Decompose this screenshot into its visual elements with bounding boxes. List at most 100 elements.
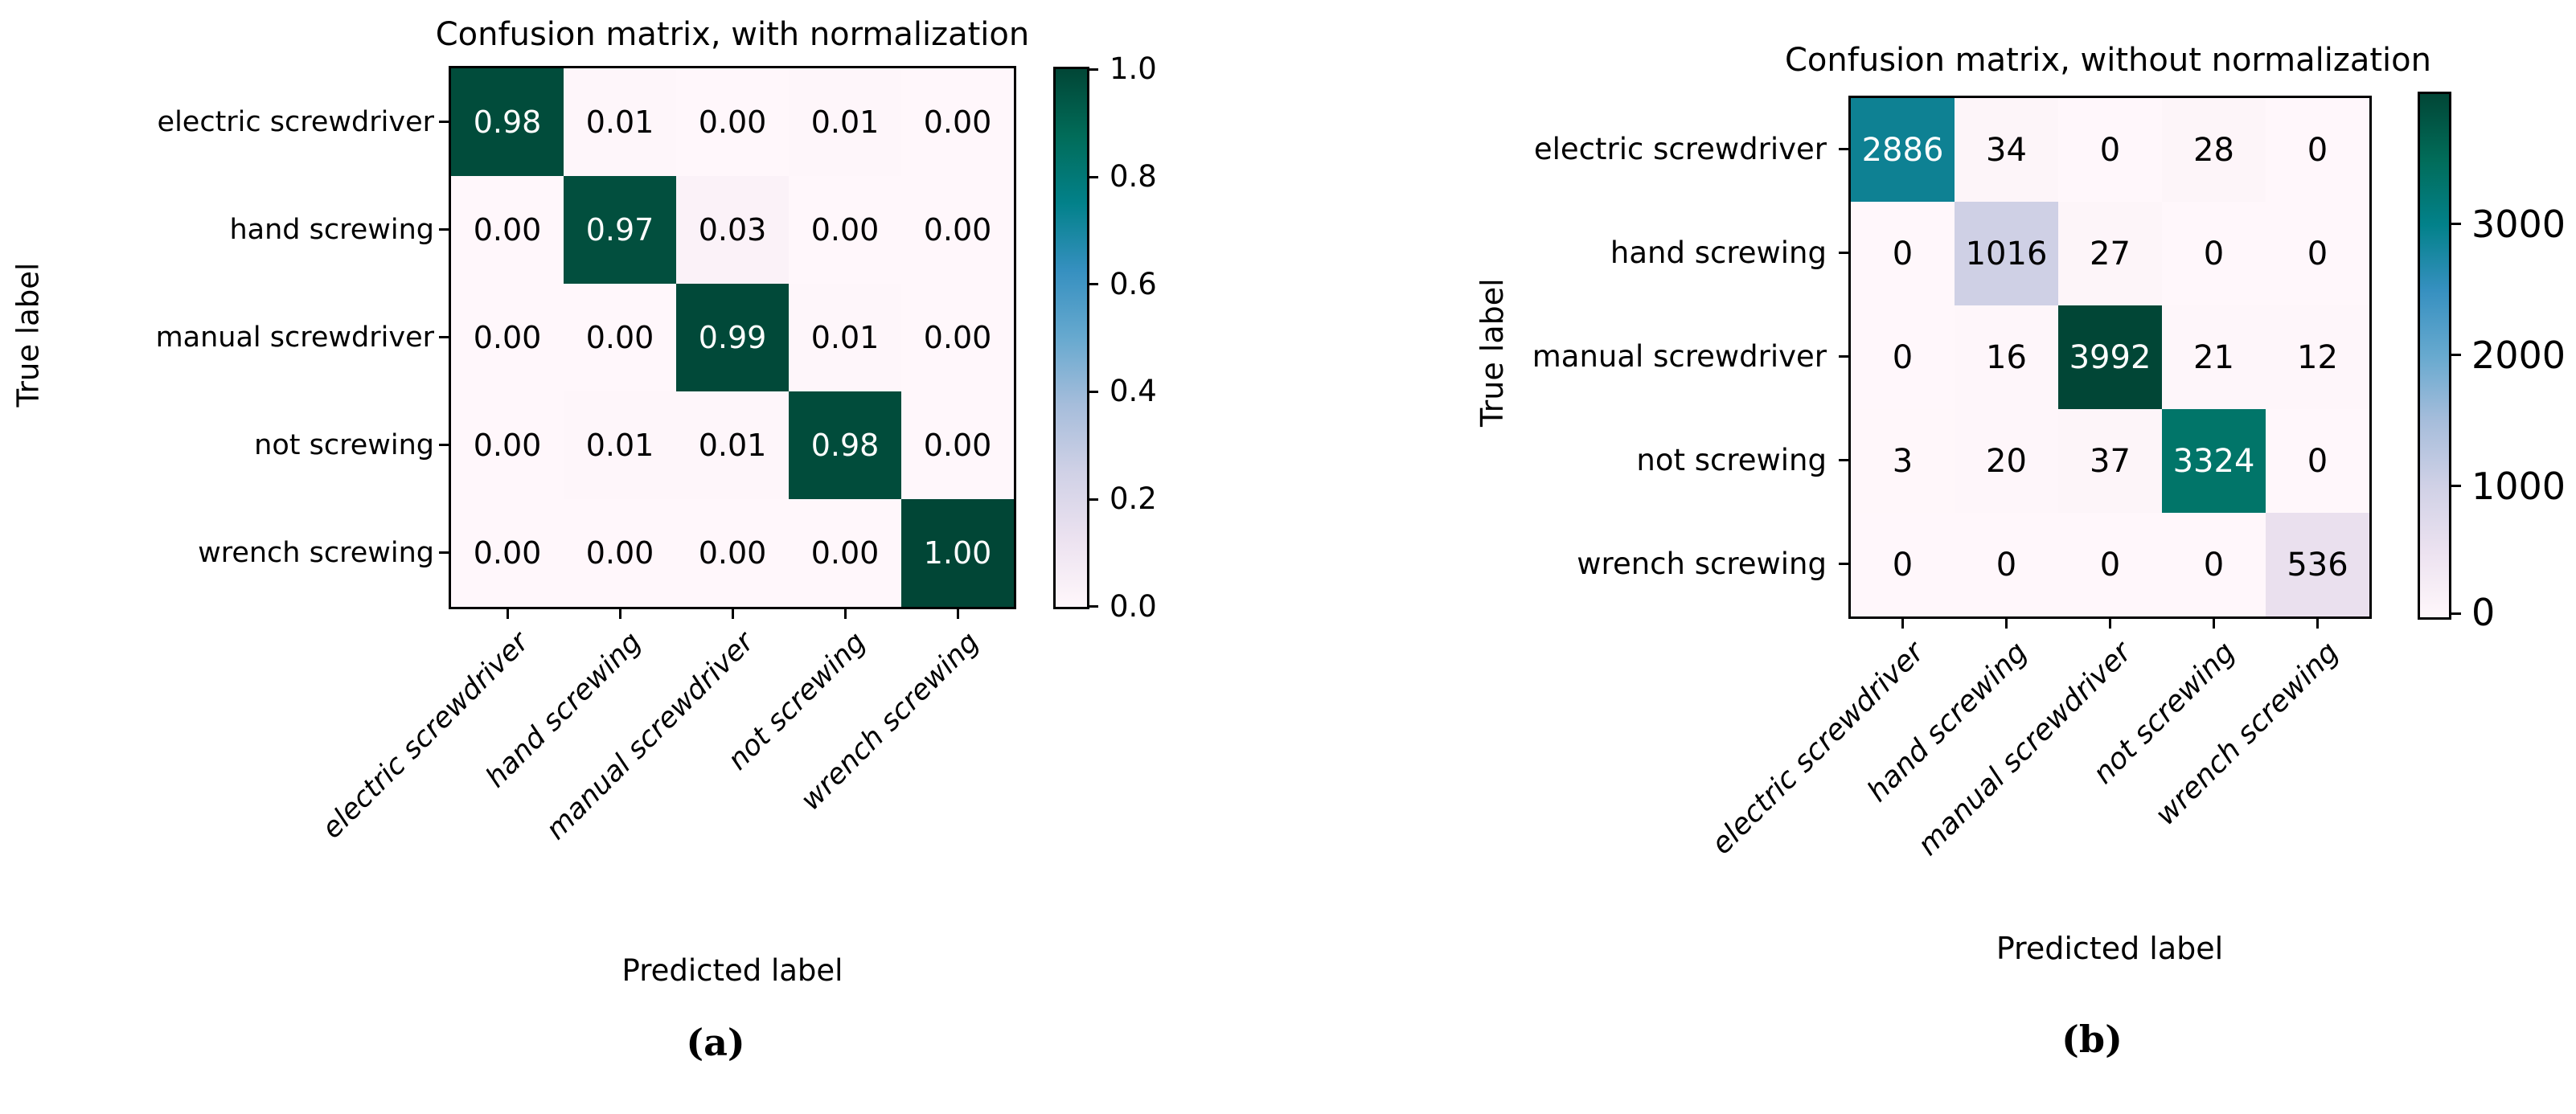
tick-mark xyxy=(1839,459,1848,461)
matrix-cell: 27 xyxy=(2058,202,2162,305)
matrix-cell: 0.00 xyxy=(451,284,564,391)
tick-mark xyxy=(2316,619,2319,629)
chart-title-a: Confusion matrix, with normalization xyxy=(435,16,1030,53)
tick-mark xyxy=(2213,619,2215,629)
matrix-cell: 0.00 xyxy=(789,499,901,607)
matrix-cell: 0.00 xyxy=(901,284,1014,391)
matrix-cell: 0.00 xyxy=(676,68,789,176)
tick-mark xyxy=(619,609,621,619)
colorbar-tick-label: 0.8 xyxy=(1110,159,1157,194)
y-tick-label: manual screwdriver xyxy=(1532,339,1827,374)
tick-mark xyxy=(1839,148,1848,150)
tick-mark xyxy=(1087,68,1098,71)
matrix-cell: 0.98 xyxy=(789,391,901,499)
tick-mark xyxy=(439,121,449,123)
tick-mark xyxy=(2449,354,2461,356)
tick-mark xyxy=(2449,485,2461,487)
tick-mark xyxy=(844,609,847,619)
matrix-cell: 0.00 xyxy=(451,391,564,499)
matrix-cell: 0.00 xyxy=(564,284,676,391)
colorbar-tick-label: 2000 xyxy=(2471,334,2566,377)
tick-mark xyxy=(1839,563,1848,565)
matrix-cell: 0.00 xyxy=(564,499,676,607)
y-tick-label: electric screwdriver xyxy=(157,106,434,138)
heatmap-grid-a: 0.98 0.01 0.00 0.01 0.00 0.00 0.97 0.03 … xyxy=(451,68,1014,607)
tick-mark xyxy=(2449,612,2461,615)
matrix-cell: 0.01 xyxy=(564,391,676,499)
colorbar-tick-label: 1000 xyxy=(2471,465,2566,508)
x-tick-label: electric screwdriver xyxy=(315,626,535,846)
matrix-cell: 0.01 xyxy=(789,68,901,176)
tick-mark xyxy=(439,336,449,338)
tick-mark xyxy=(1839,355,1848,358)
tick-mark xyxy=(957,609,959,619)
matrix-cell: 0.98 xyxy=(451,68,564,176)
tick-mark xyxy=(439,444,449,446)
tick-mark xyxy=(1839,252,1848,254)
tick-mark xyxy=(1087,605,1098,608)
tick-mark xyxy=(2005,619,2008,629)
y-tick-label: wrench screwing xyxy=(198,537,434,569)
matrix-cell: 34 xyxy=(1955,98,2058,202)
colorbar-tick-label: 0.2 xyxy=(1110,481,1157,516)
matrix-cell: 3324 xyxy=(2162,409,2266,513)
matrix-cell: 536 xyxy=(2266,513,2369,616)
matrix-cell: 0 xyxy=(2266,98,2369,202)
tick-mark xyxy=(507,609,509,619)
colorbar-tick-label: 3000 xyxy=(2471,203,2566,246)
matrix-cell: 3992 xyxy=(2058,305,2162,409)
tick-mark xyxy=(1087,498,1098,501)
matrix-cell: 0 xyxy=(2162,202,2266,305)
y-tick-label: wrench screwing xyxy=(1577,547,1827,581)
tick-mark xyxy=(732,609,734,619)
heatmap-b: 2886 34 0 28 0 0 1016 27 0 0 0 16 3992 2… xyxy=(1848,96,2372,619)
x-axis-label-a: Predicted label xyxy=(621,953,843,988)
matrix-cell: 21 xyxy=(2162,305,2266,409)
y-tick-label: hand screwing xyxy=(1610,235,1827,270)
matrix-cell: 37 xyxy=(2058,409,2162,513)
colorbar-a xyxy=(1053,67,1089,609)
matrix-cell: 16 xyxy=(1955,305,2058,409)
x-tick-label: wrench screwing xyxy=(2149,636,2345,832)
colorbar-gradient xyxy=(1056,69,1087,607)
tick-mark xyxy=(1901,619,1904,629)
matrix-cell: 0.01 xyxy=(564,68,676,176)
y-tick-label: not screwing xyxy=(1636,443,1827,477)
tick-mark xyxy=(1087,283,1098,285)
y-axis-label-b: True label xyxy=(1475,278,1510,427)
matrix-cell: 0 xyxy=(1851,202,1955,305)
y-tick-label: electric screwdriver xyxy=(1533,132,1827,166)
tick-mark xyxy=(439,551,449,554)
matrix-cell: 1016 xyxy=(1955,202,2058,305)
tick-mark xyxy=(1087,391,1098,393)
colorbar-tick-label: 0.0 xyxy=(1110,589,1157,624)
matrix-cell: 0 xyxy=(2266,202,2369,305)
colorbar-tick-label: 0.6 xyxy=(1110,267,1157,301)
tick-mark xyxy=(1087,176,1098,178)
matrix-cell: 0.00 xyxy=(451,176,564,284)
matrix-cell: 3 xyxy=(1851,409,1955,513)
y-tick-label: not screwing xyxy=(254,429,434,461)
matrix-cell: 0.00 xyxy=(451,499,564,607)
y-axis-label-a: True label xyxy=(10,262,46,408)
matrix-cell: 0 xyxy=(2266,409,2369,513)
matrix-cell: 0.99 xyxy=(676,284,789,391)
caption-a: (a) xyxy=(686,1021,745,1064)
matrix-cell: 2886 xyxy=(1851,98,1955,202)
matrix-cell: 0 xyxy=(1955,513,2058,616)
matrix-cell: 0.01 xyxy=(676,391,789,499)
matrix-cell: 0 xyxy=(1851,305,1955,409)
x-tick-label: manual screwdriver xyxy=(539,626,761,846)
matrix-cell: 0.00 xyxy=(789,176,901,284)
matrix-cell: 0.97 xyxy=(564,176,676,284)
matrix-cell: 0.00 xyxy=(676,499,789,607)
matrix-cell: 0.00 xyxy=(901,68,1014,176)
matrix-cell: 28 xyxy=(2162,98,2266,202)
colorbar-tick-label: 0 xyxy=(2471,591,2496,634)
chart-title-b: Confusion matrix, without normalization xyxy=(1785,42,2431,79)
x-axis-label-b: Predicted label xyxy=(1996,931,2224,966)
matrix-cell: 0.03 xyxy=(676,176,789,284)
colorbar-gradient xyxy=(2420,94,2449,617)
tick-mark xyxy=(2449,223,2461,225)
